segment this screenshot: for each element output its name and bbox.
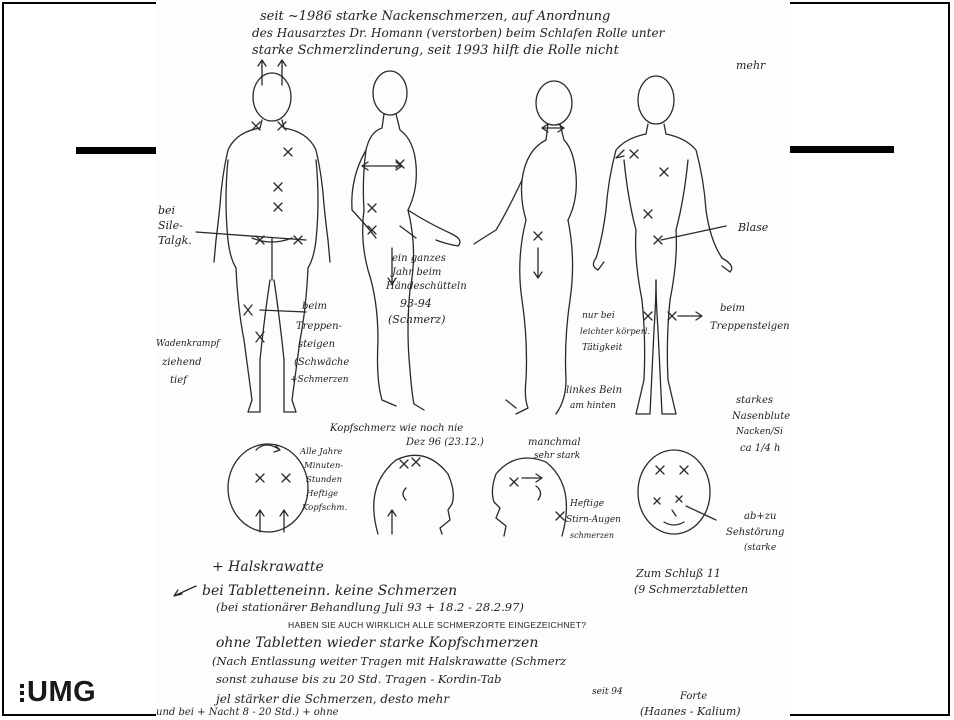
label-am-hinten: am hinten <box>570 402 616 411</box>
label-tief: tief <box>170 376 187 386</box>
label-kopfschm: Kopfschm. <box>302 504 347 513</box>
label-halskrawatte: + Halskrawatte <box>212 560 324 574</box>
form-question: HABEN SIE AUCH WIRKLICH ALLE SCHMERZORTE… <box>288 620 586 630</box>
label-starkes: starkes <box>736 396 773 406</box>
head-side-right-figure <box>492 458 566 536</box>
label-linkes-bein: linkes Bein <box>566 386 622 396</box>
label-haanes: (Haanes - Kalium) <box>640 706 741 717</box>
label-zum-schluss: Zum Schluß 11 <box>636 568 721 579</box>
label-seit94: seit 94 <box>592 688 623 697</box>
label-forte: Forte <box>680 692 707 702</box>
label-ca: ca 1/4 h <box>740 444 780 454</box>
label-beim-2: beim <box>720 304 745 314</box>
head-side-left-figure <box>374 455 454 534</box>
label-schwaeche: (Schwäche <box>294 358 349 368</box>
label-ohne: ohne Tabletten wieder starke Kopfschmerz… <box>216 636 538 650</box>
label-stationaer: (bei stationärer Behandlung Juli 93 + 18… <box>216 602 524 614</box>
front-view-figure <box>593 76 731 414</box>
label-schmerzen-2: schmerzen <box>570 532 614 540</box>
label-nach: (Nach Entlassung weiter Tragen mit Halsk… <box>212 656 566 668</box>
head-front-figure <box>638 450 716 534</box>
side-view-left-figure <box>352 71 460 410</box>
label-sehr-stark: sehr stark <box>534 452 580 461</box>
label-nasenbluten: Nasenbluten <box>732 412 790 422</box>
label-treppensteigen: Treppensteigen <box>710 322 790 332</box>
head-back-figure <box>228 444 308 532</box>
label-sehstoerung: Sehstörung <box>726 528 784 538</box>
header-line-3: starke Schmerzlinderung, seit 1993 hilft… <box>252 44 619 57</box>
label-wadenkrampf: Wadenkrampf <box>156 340 219 349</box>
label-haendeschuetteln: Händeschütteln <box>386 282 467 292</box>
header-line-4: mehr <box>736 60 765 71</box>
header-line-2: des Hausarztes Dr. Homann (verstorben) b… <box>252 27 664 39</box>
label-talgk: Talgk. <box>158 235 192 246</box>
header-line-1: seit ~1986 starke Nackenschmerzen, auf A… <box>260 10 610 23</box>
label-schmerz: (Schmerz) <box>388 314 445 325</box>
label-stirn-augen: Stirn-Augen <box>566 516 621 525</box>
label-bei-tabletten: bei Tabletteneinn. keine Schmerzen <box>202 584 457 598</box>
scanned-pain-drawing: seit ~1986 starke Nackenschmerzen, auf A… <box>156 0 790 720</box>
side-view-right-figure <box>474 81 576 414</box>
title-rule-left <box>76 147 160 154</box>
label-blase: Blase <box>738 222 768 233</box>
label-starke: (starke <box>744 544 776 553</box>
label-minuten: Minuten- <box>304 462 343 471</box>
label-heftige: Heftige <box>306 490 338 499</box>
label-dez96: Dez 96 (23.12.) <box>406 438 484 448</box>
label-treppen: Treppen- <box>296 322 342 332</box>
label-schmerzen: +Schmerzen <box>290 376 349 385</box>
label-und: und bei + Nacht 8 - 20 Std.) + ohne <box>156 708 339 718</box>
label-ab-zu: ab+zu <box>744 512 776 522</box>
label-stunden: Stunden <box>306 476 342 485</box>
logo-text: UMG <box>27 676 96 709</box>
label-ein-ganzes: ein ganzes <box>392 254 446 264</box>
label-bei: bei <box>158 205 175 216</box>
label-sile: Sile- <box>158 220 183 231</box>
label-taetigkeit: Tätigkeit <box>582 344 622 353</box>
title-rule-right <box>790 146 894 153</box>
label-9-schmerz: (9 Schmerztabletten <box>634 584 748 595</box>
label-jahr: Jahr beim <box>392 268 441 278</box>
label-nacken: Nacken/Si <box>736 428 783 437</box>
label-jel: jel stärker die Schmerzen, desto mehr <box>216 693 449 705</box>
label-beim-1: beim <box>302 302 327 312</box>
label-9394: 93-94 <box>400 298 432 309</box>
label-heftige-stirn: Heftige <box>570 500 604 509</box>
logo-dots-icon <box>20 684 24 702</box>
label-ziehend: ziehend <box>162 358 202 368</box>
label-sonst: sonst zuhause bis zu 20 Std. Tragen - Ko… <box>216 674 502 686</box>
label-nur-bei: nur bei <box>582 312 615 321</box>
scribble-arrow <box>174 586 196 596</box>
label-kopfschmerz-nie: Kopfschmerz wie noch nie <box>330 424 463 434</box>
umg-logo: UMG <box>20 676 96 709</box>
label-manchmal: manchmal <box>528 438 581 448</box>
label-koerperl: leichter körperl. <box>580 328 650 337</box>
label-alle-jahre: Alle Jahre <box>300 448 342 457</box>
label-steigen: steigen <box>298 340 335 350</box>
